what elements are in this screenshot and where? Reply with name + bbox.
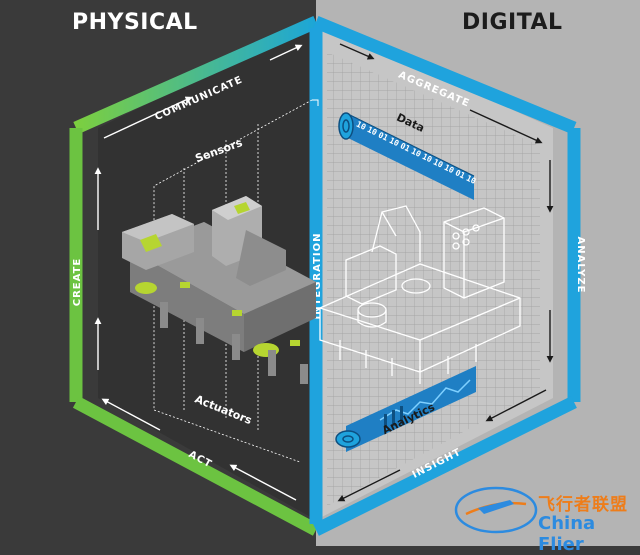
- cycle-arrow-act-2: [101, 398, 161, 431]
- analytics-bar: [335, 366, 476, 452]
- sensor-marker: [234, 202, 250, 214]
- sensor-marker: [290, 340, 300, 346]
- sensor-marker: [180, 282, 190, 288]
- physical-machine: [122, 196, 316, 384]
- watermark-chinese-text: 飞行者联盟: [538, 495, 628, 515]
- data-bar-glyph: 10: [465, 174, 478, 186]
- integration-corner: [312, 99, 319, 106]
- data-bar-glyph: 10: [432, 157, 445, 169]
- data-bar-glyph: 01: [399, 141, 412, 153]
- data-bar-glyph: 01: [377, 130, 390, 142]
- frame-top-left: [73, 16, 319, 134]
- data-bar-glyph: 10: [355, 120, 368, 132]
- digital-machine: [319, 205, 521, 384]
- frame-bottom-right: [313, 396, 577, 536]
- cycle-arrow-communicate-2: [269, 44, 303, 61]
- cycle-arrow-aggregate: [339, 43, 375, 60]
- data-bar-glyph: 10: [443, 163, 456, 175]
- cycle-arrow-insight-2: [337, 469, 401, 502]
- cycle-arrow-act: [229, 464, 297, 501]
- label-analyze: ANALYZE: [575, 237, 586, 294]
- cycle-arrow-insight: [485, 389, 547, 422]
- cycle-arrow-aggregate-2: [469, 109, 543, 144]
- data-bar-glyph: 10: [421, 152, 434, 164]
- sensor-marker: [140, 234, 162, 252]
- watermark-english-text: China Flier: [538, 513, 596, 555]
- frame-top-right: [313, 15, 577, 135]
- frame-bottom-left: [72, 396, 320, 536]
- cycle-arrow-communicate: [103, 96, 193, 139]
- digital-heading: DIGITAL: [462, 10, 563, 35]
- actuator-marker: [135, 282, 157, 294]
- digital-grid: [327, 52, 540, 506]
- data-bar-glyph: 10: [388, 136, 401, 148]
- label-integration: INTEGRATION: [312, 232, 323, 319]
- label-create: CREATE: [72, 258, 83, 307]
- sensor-marker: [232, 310, 242, 316]
- physical-heading: PHYSICAL: [72, 10, 198, 35]
- china-flier-logo-watermark: [454, 486, 538, 534]
- data-bar-glyph: 01: [454, 168, 467, 180]
- data-bar-glyph: 10: [366, 125, 379, 137]
- data-bar-glyph: 10: [410, 147, 423, 159]
